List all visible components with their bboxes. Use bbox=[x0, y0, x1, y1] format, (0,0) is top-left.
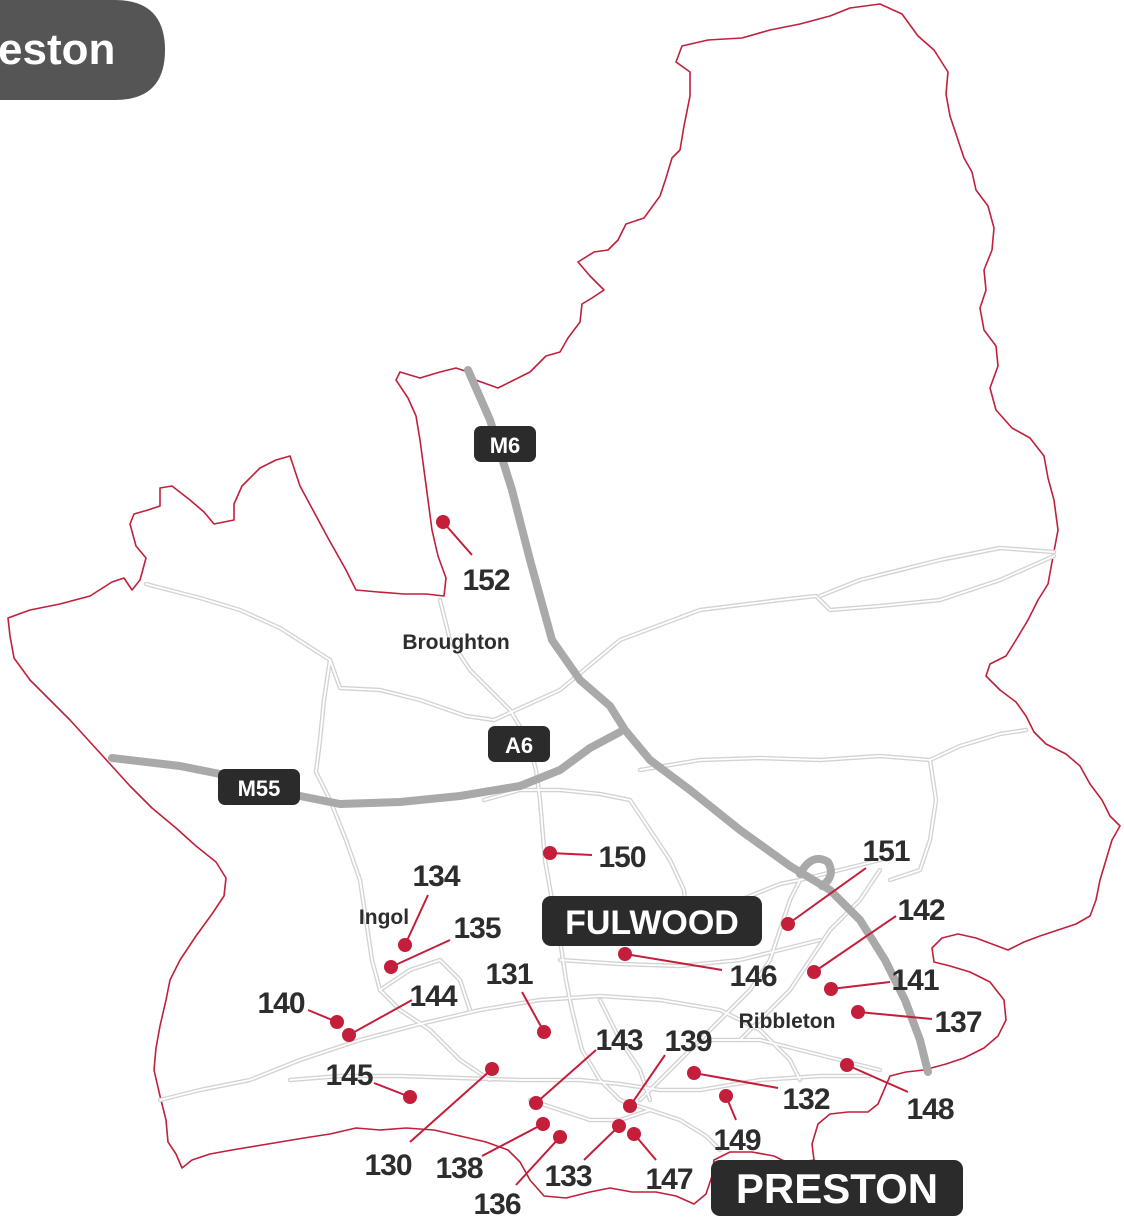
marker-149[interactable]: 149 bbox=[713, 1089, 762, 1157]
svg-text:130: 130 bbox=[364, 1149, 411, 1182]
place-preston: PRESTON bbox=[736, 1165, 938, 1212]
svg-text:152: 152 bbox=[462, 564, 509, 597]
svg-text:145: 145 bbox=[325, 1059, 372, 1092]
map-title: eston bbox=[0, 25, 115, 74]
title-tab: eston bbox=[0, 0, 165, 100]
m6-motorway bbox=[464, 366, 932, 1076]
a6-badge: A6 bbox=[488, 726, 550, 762]
marker-152[interactable]: 152 bbox=[436, 515, 511, 597]
marker-147[interactable]: 147 bbox=[627, 1127, 694, 1196]
svg-text:150: 150 bbox=[598, 841, 645, 874]
m55-label: M55 bbox=[238, 776, 281, 801]
markers: 152 150 151 134 135 131 bbox=[257, 515, 983, 1220]
svg-text:133: 133 bbox=[544, 1160, 591, 1193]
svg-text:140: 140 bbox=[257, 987, 304, 1020]
svg-text:135: 135 bbox=[453, 912, 500, 945]
svg-text:138: 138 bbox=[435, 1152, 482, 1185]
local-roads bbox=[143, 545, 1057, 1153]
fulwood-badge: FULWOOD bbox=[542, 896, 762, 946]
svg-text:139: 139 bbox=[664, 1025, 711, 1058]
marker-148[interactable]: 148 bbox=[840, 1058, 955, 1126]
svg-text:147: 147 bbox=[645, 1163, 692, 1196]
marker-134[interactable]: 134 bbox=[398, 860, 462, 952]
svg-text:148: 148 bbox=[906, 1093, 953, 1126]
svg-text:142: 142 bbox=[897, 894, 944, 927]
district-boundary bbox=[7, 3, 1121, 1205]
marker-141[interactable]: 141 bbox=[824, 964, 940, 997]
svg-text:144: 144 bbox=[409, 980, 457, 1013]
svg-text:143: 143 bbox=[595, 1024, 642, 1057]
m6-label: M6 bbox=[490, 433, 521, 458]
marker-140[interactable]: 140 bbox=[257, 987, 344, 1029]
marker-130[interactable]: 130 bbox=[364, 1062, 499, 1182]
marker-137[interactable]: 137 bbox=[851, 1005, 983, 1039]
svg-text:141: 141 bbox=[891, 964, 938, 997]
svg-text:146: 146 bbox=[729, 960, 776, 993]
place-ribbleton: Ribbleton bbox=[739, 1010, 836, 1033]
marker-136[interactable]: 136 bbox=[473, 1130, 567, 1220]
svg-text:149: 149 bbox=[713, 1124, 760, 1157]
marker-142[interactable]: 142 bbox=[807, 894, 946, 979]
marker-151[interactable]: 151 bbox=[781, 835, 911, 931]
svg-text:136: 136 bbox=[473, 1188, 520, 1220]
marker-138[interactable]: 138 bbox=[435, 1117, 550, 1185]
m6-junction bbox=[796, 855, 835, 890]
m55-badge: M55 bbox=[218, 769, 300, 805]
marker-131[interactable]: 131 bbox=[485, 958, 551, 1039]
m6-badge: M6 bbox=[474, 426, 536, 462]
place-ingol: Ingol bbox=[359, 906, 409, 929]
marker-143[interactable]: 143 bbox=[529, 1024, 644, 1110]
place-fulwood: FULWOOD bbox=[565, 904, 739, 942]
marker-144[interactable]: 144 bbox=[342, 980, 459, 1042]
place-broughton: Broughton bbox=[402, 631, 509, 654]
marker-146[interactable]: 146 bbox=[618, 947, 778, 993]
marker-145[interactable]: 145 bbox=[325, 1059, 417, 1104]
marker-133[interactable]: 133 bbox=[544, 1119, 626, 1193]
preston-badge: PRESTON bbox=[711, 1160, 963, 1216]
svg-text:134: 134 bbox=[412, 860, 460, 893]
marker-139[interactable]: 139 bbox=[623, 1025, 713, 1113]
svg-text:132: 132 bbox=[782, 1083, 829, 1116]
svg-text:131: 131 bbox=[485, 958, 532, 991]
marker-135[interactable]: 135 bbox=[384, 912, 502, 974]
marker-132[interactable]: 132 bbox=[687, 1066, 831, 1116]
a6-label: A6 bbox=[505, 733, 533, 758]
svg-text:137: 137 bbox=[934, 1006, 981, 1039]
svg-text:151: 151 bbox=[862, 835, 909, 868]
marker-150[interactable]: 150 bbox=[543, 841, 647, 874]
